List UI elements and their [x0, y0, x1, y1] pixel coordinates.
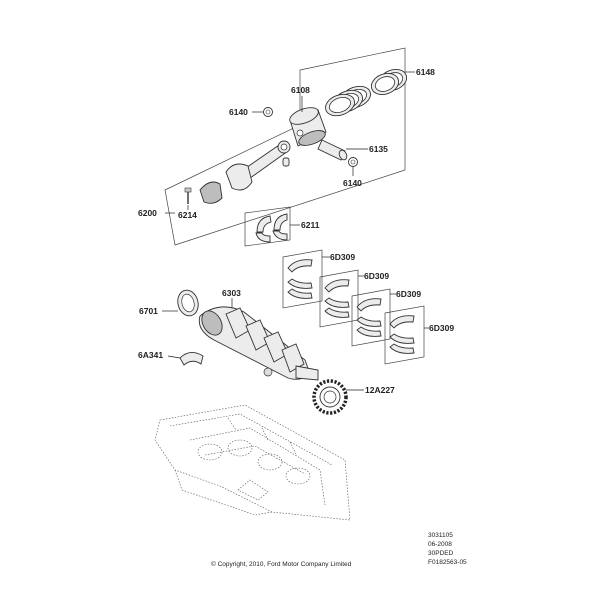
callout-6135: 6135: [369, 144, 388, 154]
callout-6D309-3: 6D309: [396, 289, 421, 299]
main-bearing-set-4: [384, 305, 429, 365]
ref-line-2: 06-2008: [428, 541, 452, 548]
copyright-notice: © Copyright, 2010, Ford Motor Company Li…: [211, 560, 352, 568]
callout-6A341: 6A341: [138, 350, 163, 360]
callout-6140-lower: 6140: [343, 178, 362, 188]
callout-6D309-2: 6D309: [364, 271, 389, 281]
piston-rings: [325, 69, 408, 117]
callout-12A227: 12A227: [365, 385, 395, 395]
cylinder-block-outline: [154, 404, 351, 521]
rod-bearing-panel: [244, 206, 291, 247]
piston-pin-retainer-lower: [348, 157, 358, 167]
ref-line-4: F0182563-05: [428, 559, 467, 566]
callout-6140-upper: 6140: [229, 107, 248, 117]
main-bearing-set-3: [351, 288, 396, 347]
callout-6211: 6211: [301, 220, 320, 230]
ref-line-1: 3031105: [428, 532, 453, 539]
callout-6108: 6108: [291, 85, 310, 95]
callout-6D309-1: 6D309: [330, 252, 355, 262]
callout-6701: 6701: [139, 306, 158, 316]
main-bearing-set-2: [319, 269, 364, 328]
piston-pin: [317, 139, 348, 161]
callout-6D309-4: 6D309: [429, 323, 454, 333]
main-bearing-set-1: [282, 249, 330, 309]
ref-line-3: 30PDED: [428, 550, 454, 557]
rear-main-oil-seal: [177, 289, 199, 317]
connecting-rod-bearing: [255, 213, 288, 243]
leader-6A341: [167, 355, 181, 359]
callout-6303: 6303: [222, 288, 241, 298]
connecting-rod: [199, 140, 291, 204]
connecting-rod-bolt: [184, 187, 192, 204]
thrust-washer: [179, 352, 204, 366]
crankshaft: [198, 306, 319, 381]
crankshaft-reluctor-ring: [312, 379, 348, 415]
piston: [289, 107, 327, 147]
piston-pin-retainer-upper: [263, 107, 273, 117]
callout-6148: 6148: [416, 67, 435, 77]
callout-6214: 6214: [178, 210, 197, 220]
callout-6200: 6200: [138, 208, 157, 218]
